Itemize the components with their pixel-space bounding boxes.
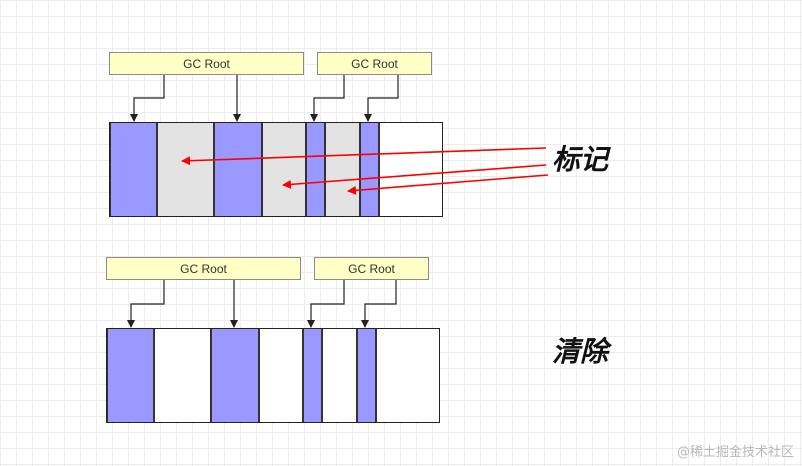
reference-arrow [361,280,397,328]
free-space [154,329,211,422]
mark-arrow [347,174,549,195]
reference-arrow [310,75,345,122]
root-reference-arrows-mark [130,75,399,122]
root-reference-arrows-sweep [127,280,397,328]
mark-label: 标记 [552,143,609,176]
live-object [360,123,379,216]
live-object [214,123,262,216]
garbage-object [157,123,214,216]
mark-arrows [181,147,549,195]
sweep-label: 清除 [552,335,609,368]
live-object [211,329,259,422]
live-object [357,329,376,422]
garbage-object [325,123,360,216]
garbage-object [262,123,306,216]
mark-arrow [282,164,547,189]
reference-arrow [307,280,345,328]
free-space [322,329,357,422]
heap-mark-phase [109,122,443,217]
live-object [306,123,325,216]
free-space [259,329,303,422]
mark-arrow [181,147,547,166]
heap-sweep-phase [106,328,440,423]
gc-root-box-mark-1: GC Root [109,52,304,75]
free-space [379,123,441,216]
gc-root-box-sweep-1: GC Root [106,257,301,280]
gc-root-box-sweep-2: GC Root [314,257,429,280]
live-object [110,123,157,216]
reference-arrow [364,75,399,122]
reference-arrow [130,75,165,122]
gc-root-box-mark-2: GC Root [317,52,432,75]
live-object [107,329,154,422]
free-space [376,329,438,422]
watermark: @稀土掘金技术社区 [676,445,794,460]
live-object [303,329,322,422]
reference-arrow [127,280,165,328]
